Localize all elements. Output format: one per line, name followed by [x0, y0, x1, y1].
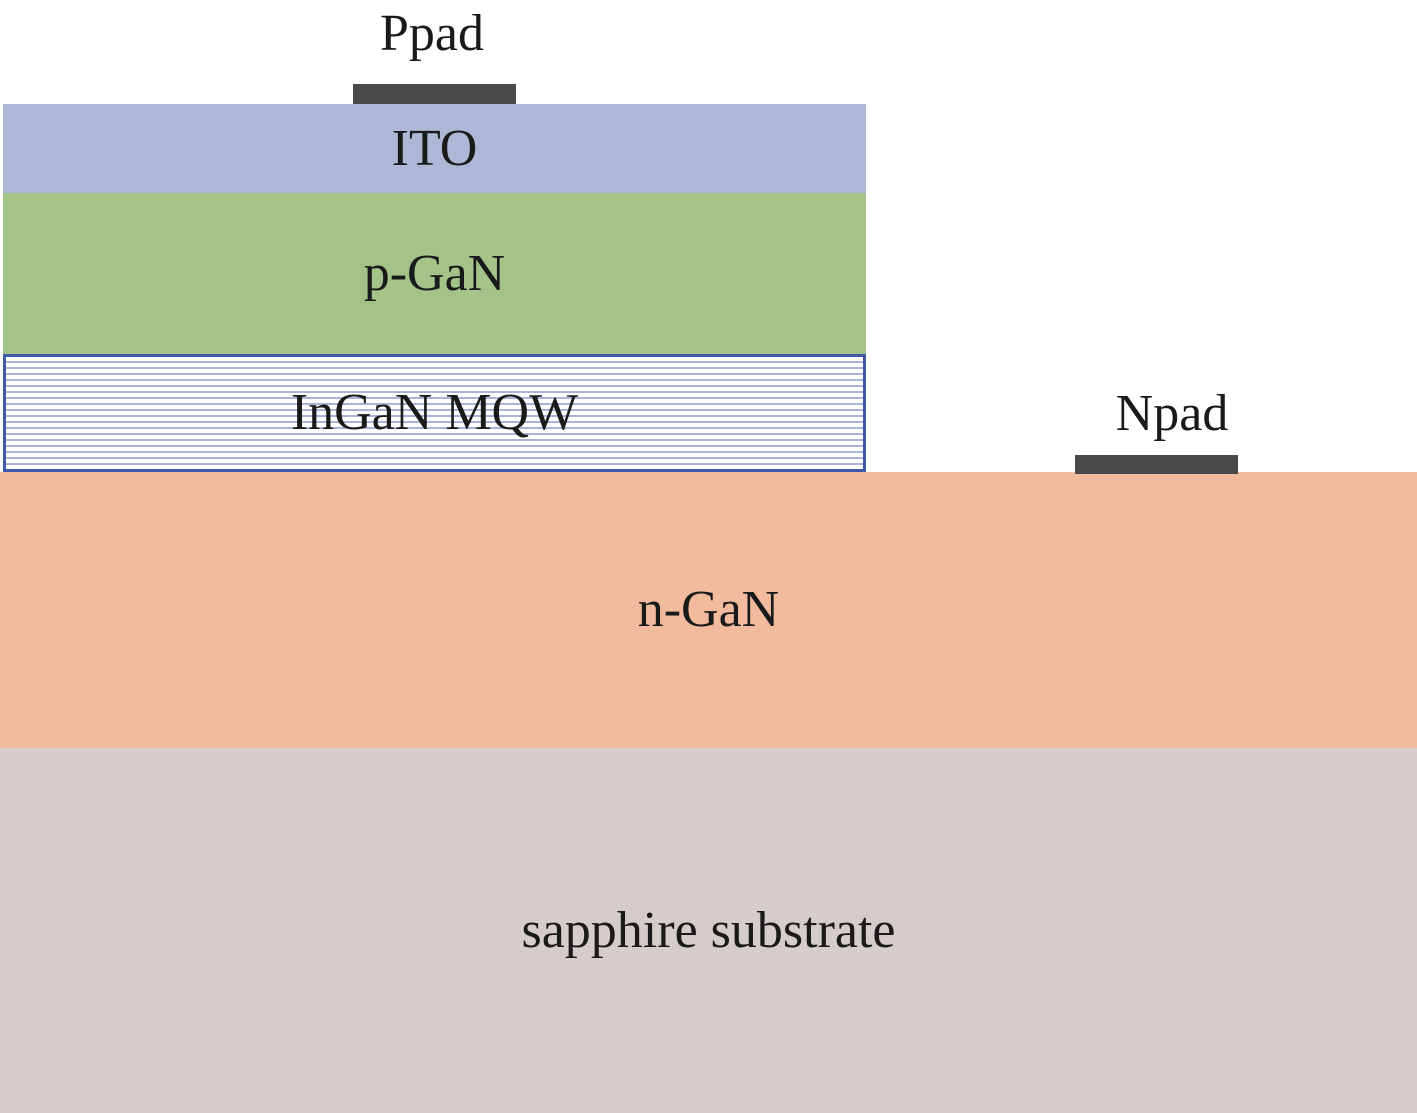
ito-label: ITO [391, 119, 478, 177]
ingan-mqw-layer: InGaN MQW [3, 354, 866, 472]
sapphire-substrate-layer: sapphire substrate [0, 748, 1417, 1113]
ingan-mqw-label: InGaN MQW [290, 384, 579, 441]
p-gan-label: p-GaN [363, 244, 506, 302]
n-gan-label: n-GaN [637, 581, 780, 638]
p-gan-layer: p-GaN [3, 193, 866, 354]
ito-layer: ITO [3, 104, 866, 193]
p-pad-label: Ppad [380, 5, 484, 62]
n-gan-layer: n-GaN [0, 472, 1417, 748]
n-pad-label: Npad [1115, 385, 1229, 442]
n-pad-electrode [1075, 455, 1238, 474]
sapphire-substrate-label: sapphire substrate [521, 901, 896, 959]
p-pad-electrode [353, 84, 516, 104]
